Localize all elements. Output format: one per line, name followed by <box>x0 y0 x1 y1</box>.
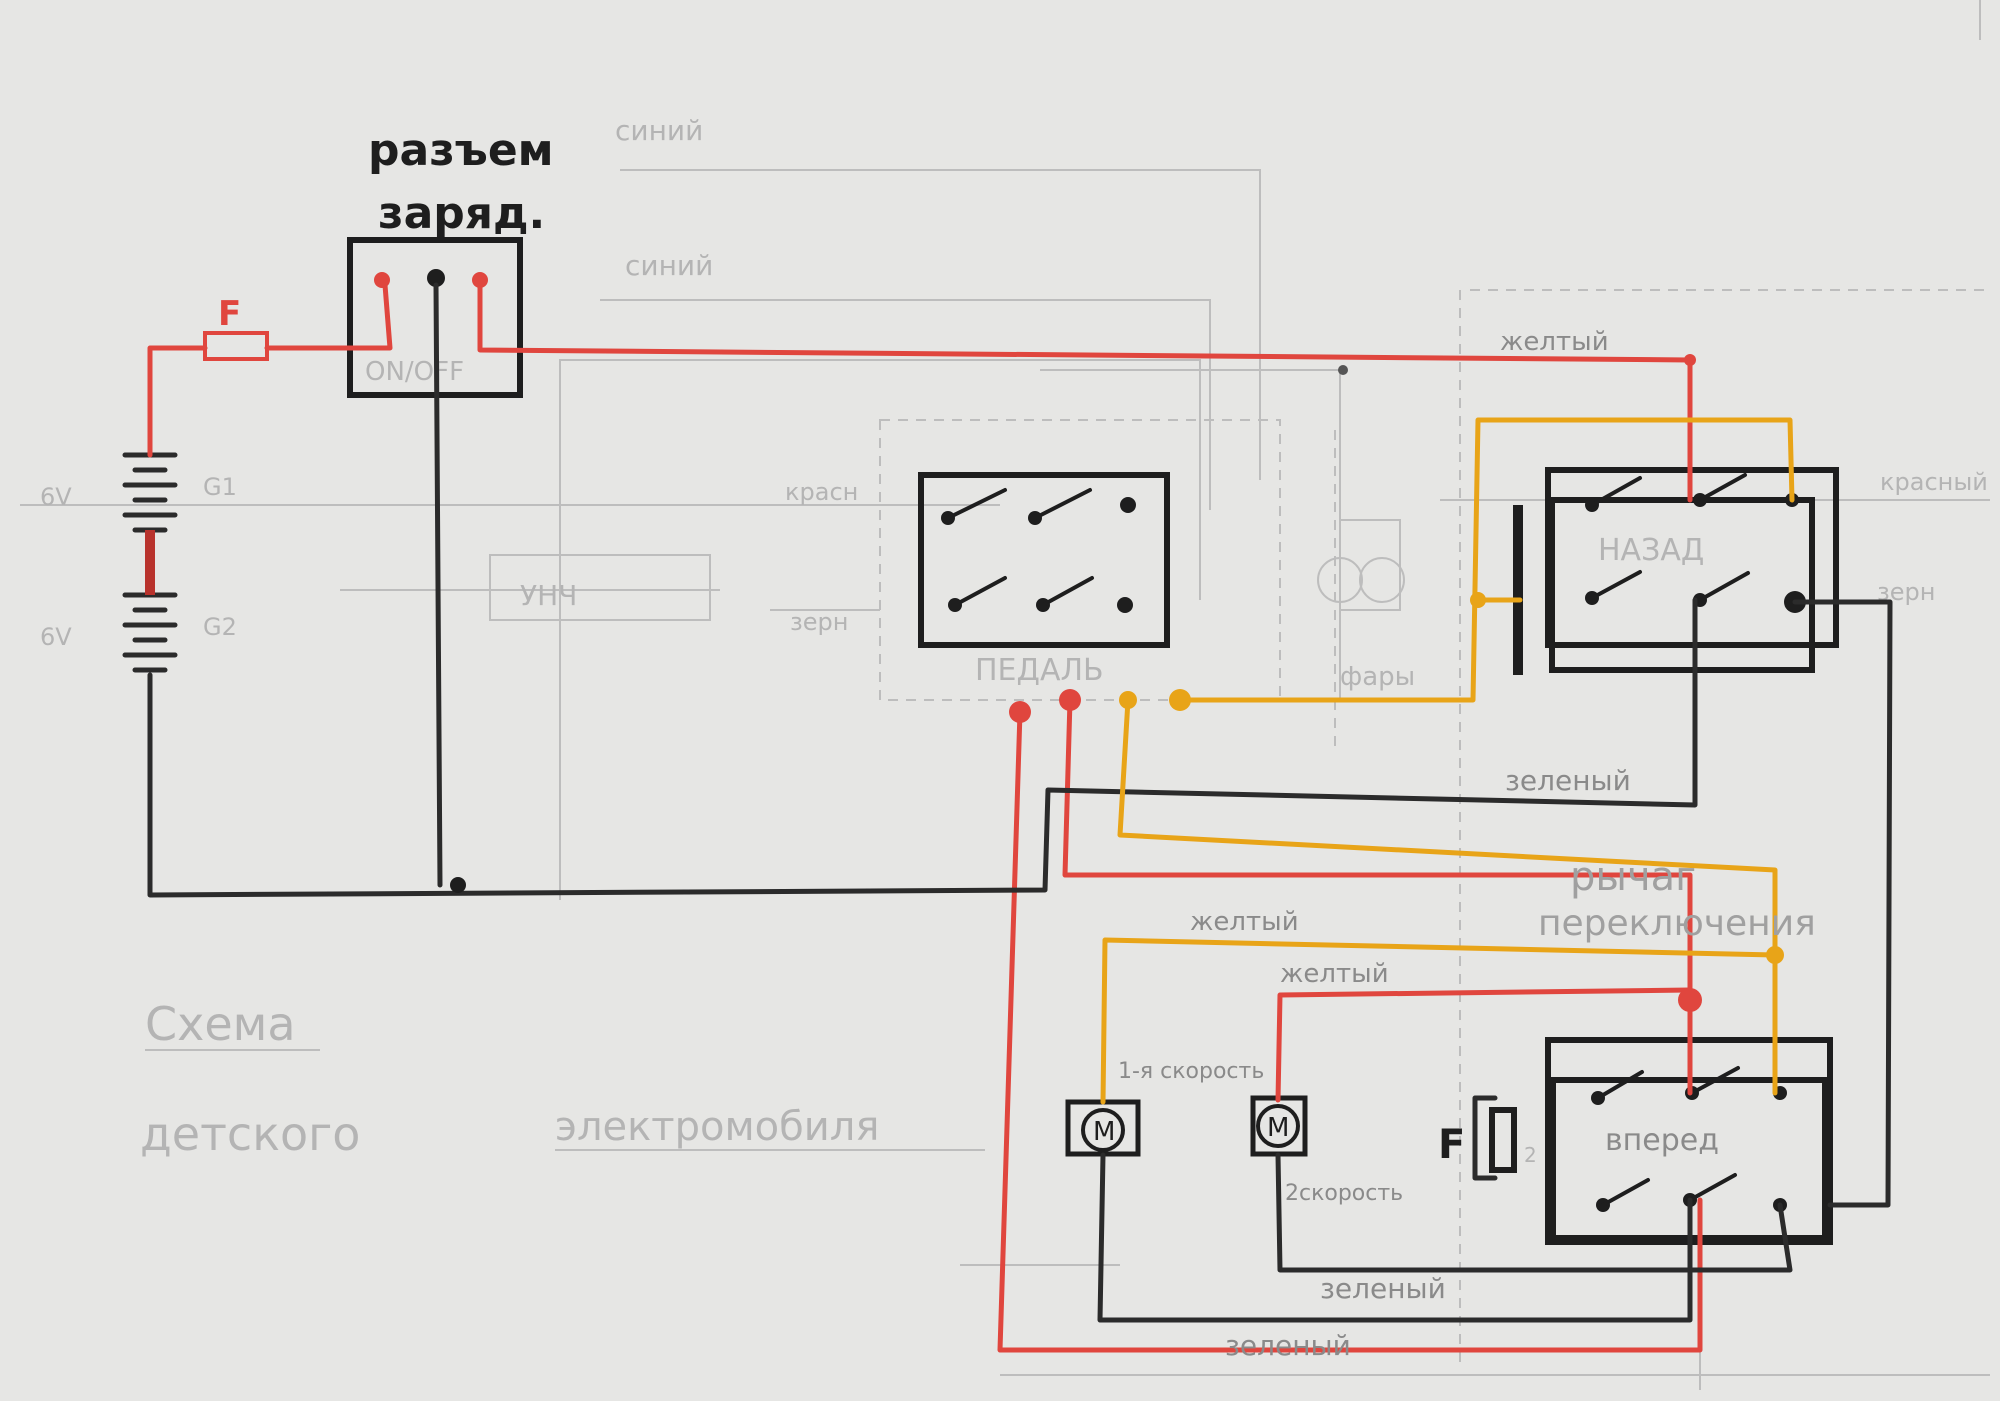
title-line-2: детского <box>140 1107 360 1161</box>
label-on-off: ON/OFF <box>365 357 464 387</box>
label-speed-1: 1-я скорость <box>1118 1059 1264 1084</box>
black-wires <box>147 282 1893 1323</box>
label-uzch: УНЧ <box>520 579 577 612</box>
motor-1-symbol: M <box>1093 1117 1115 1147</box>
label-battery-2-voltage: 6V <box>40 623 72 651</box>
fuse-secondary-label: F <box>1438 1122 1465 1168</box>
reverse-label: НАЗАД <box>1598 533 1704 568</box>
wire-labels: желтый зеленый желтый желтый зеленый зел… <box>1118 327 1816 1362</box>
label-blue-2: синий <box>625 249 713 282</box>
label-lever-2: переключения <box>1538 903 1816 944</box>
printed-labels: синий синий ON/OFF G1 G2 6V 6V красн зер… <box>40 114 1988 1161</box>
label-speed-2: 2скорость <box>1285 1181 1403 1206</box>
label-green-1: зеленый <box>1505 764 1631 797</box>
fuse-secondary: F 2 <box>1438 1095 1537 1181</box>
label-blue-1: синий <box>615 114 703 147</box>
fuse-main-label: F <box>218 294 241 334</box>
junctions <box>450 354 1784 1012</box>
label-red-right: красный <box>1880 468 1988 496</box>
pedal-switch: ПЕДАЛЬ <box>918 472 1191 723</box>
motor-1: M <box>1065 1099 1141 1157</box>
charge-pin-2 <box>427 269 445 287</box>
charge-connector-label-1: разъем <box>368 125 554 176</box>
label-battery-2: G2 <box>203 613 237 641</box>
label-battery-1: G1 <box>203 473 237 501</box>
red-wires <box>147 282 1703 1353</box>
charge-connector: разъем заряд. <box>347 125 554 398</box>
charge-pin-1 <box>374 272 390 288</box>
motor-2: M <box>1250 1095 1308 1157</box>
label-lever-1: рычаг <box>1570 854 1696 900</box>
motor-2-symbol: M <box>1267 1113 1289 1143</box>
charge-pin-3 <box>472 272 488 288</box>
label-yellow-1: желтый <box>1500 327 1609 357</box>
label-green-2: зеленый <box>1320 1272 1446 1305</box>
fuse-secondary-number: 2 <box>1524 1143 1537 1167</box>
fuse-main: F <box>203 294 269 361</box>
battery-pack <box>122 452 178 673</box>
forward-label: вперед <box>1605 1123 1719 1158</box>
label-green-left: зерн <box>790 608 848 636</box>
pedal-label: ПЕДАЛЬ <box>975 653 1104 688</box>
label-yellow-2: желтый <box>1190 907 1299 937</box>
label-red-left: красн <box>785 478 858 506</box>
label-green-3: зеленый <box>1225 1329 1351 1362</box>
charge-connector-label-2: заряд. <box>378 188 545 239</box>
label-headlights: фары <box>1340 662 1415 692</box>
label-yellow-3: желтый <box>1280 959 1389 989</box>
title-line-3: электромобиля <box>555 1104 879 1150</box>
title-line-1: Схема <box>145 997 296 1051</box>
reverse-switch: НАЗАД <box>1513 467 1839 675</box>
label-battery-1-voltage: 6V <box>40 483 72 511</box>
